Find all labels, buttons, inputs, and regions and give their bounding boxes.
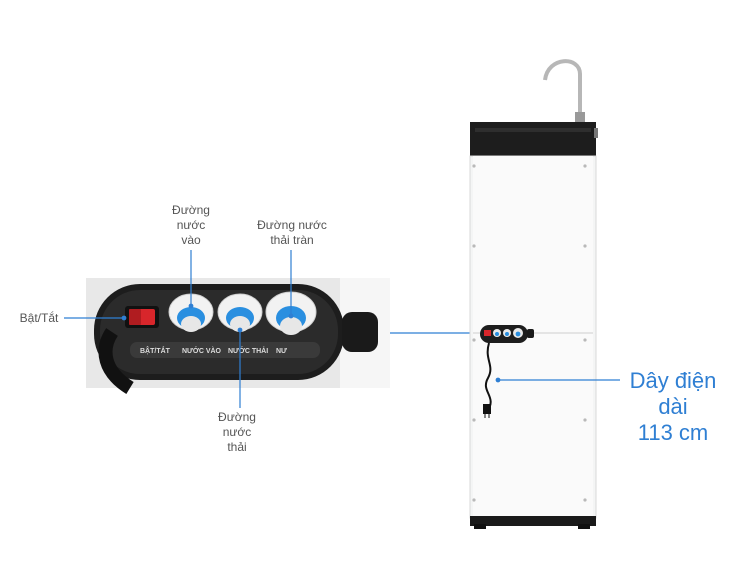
label-power-cord: Dây điện dài 113 cm xyxy=(629,368,717,445)
water-purifier xyxy=(469,59,598,529)
power-cable xyxy=(98,328,134,394)
faucet xyxy=(543,59,582,121)
cabinet-base xyxy=(470,516,596,526)
strip-label-inlet: NƯỚC VÀO xyxy=(182,346,222,355)
inlet-fitting xyxy=(168,293,214,332)
label-strip-bg xyxy=(130,342,320,358)
leader-dots xyxy=(121,303,294,333)
label-power-switch: Bật/Tắt xyxy=(19,311,59,325)
strip-label-waste: NƯỚC THẢI xyxy=(228,346,268,355)
label-inlet: Đường nước vào xyxy=(172,203,210,247)
power-cord xyxy=(485,342,492,413)
leader-lines xyxy=(64,250,480,408)
top-cap xyxy=(470,122,596,158)
strip-label-power: BẬT/TẮT xyxy=(140,346,171,355)
label-overflow: Đường nước thải tràn xyxy=(257,218,327,247)
cable-grommet xyxy=(342,312,378,352)
strip-label-overflow: NƯ xyxy=(276,348,287,355)
label-waste: Đường nước thải xyxy=(218,410,256,454)
